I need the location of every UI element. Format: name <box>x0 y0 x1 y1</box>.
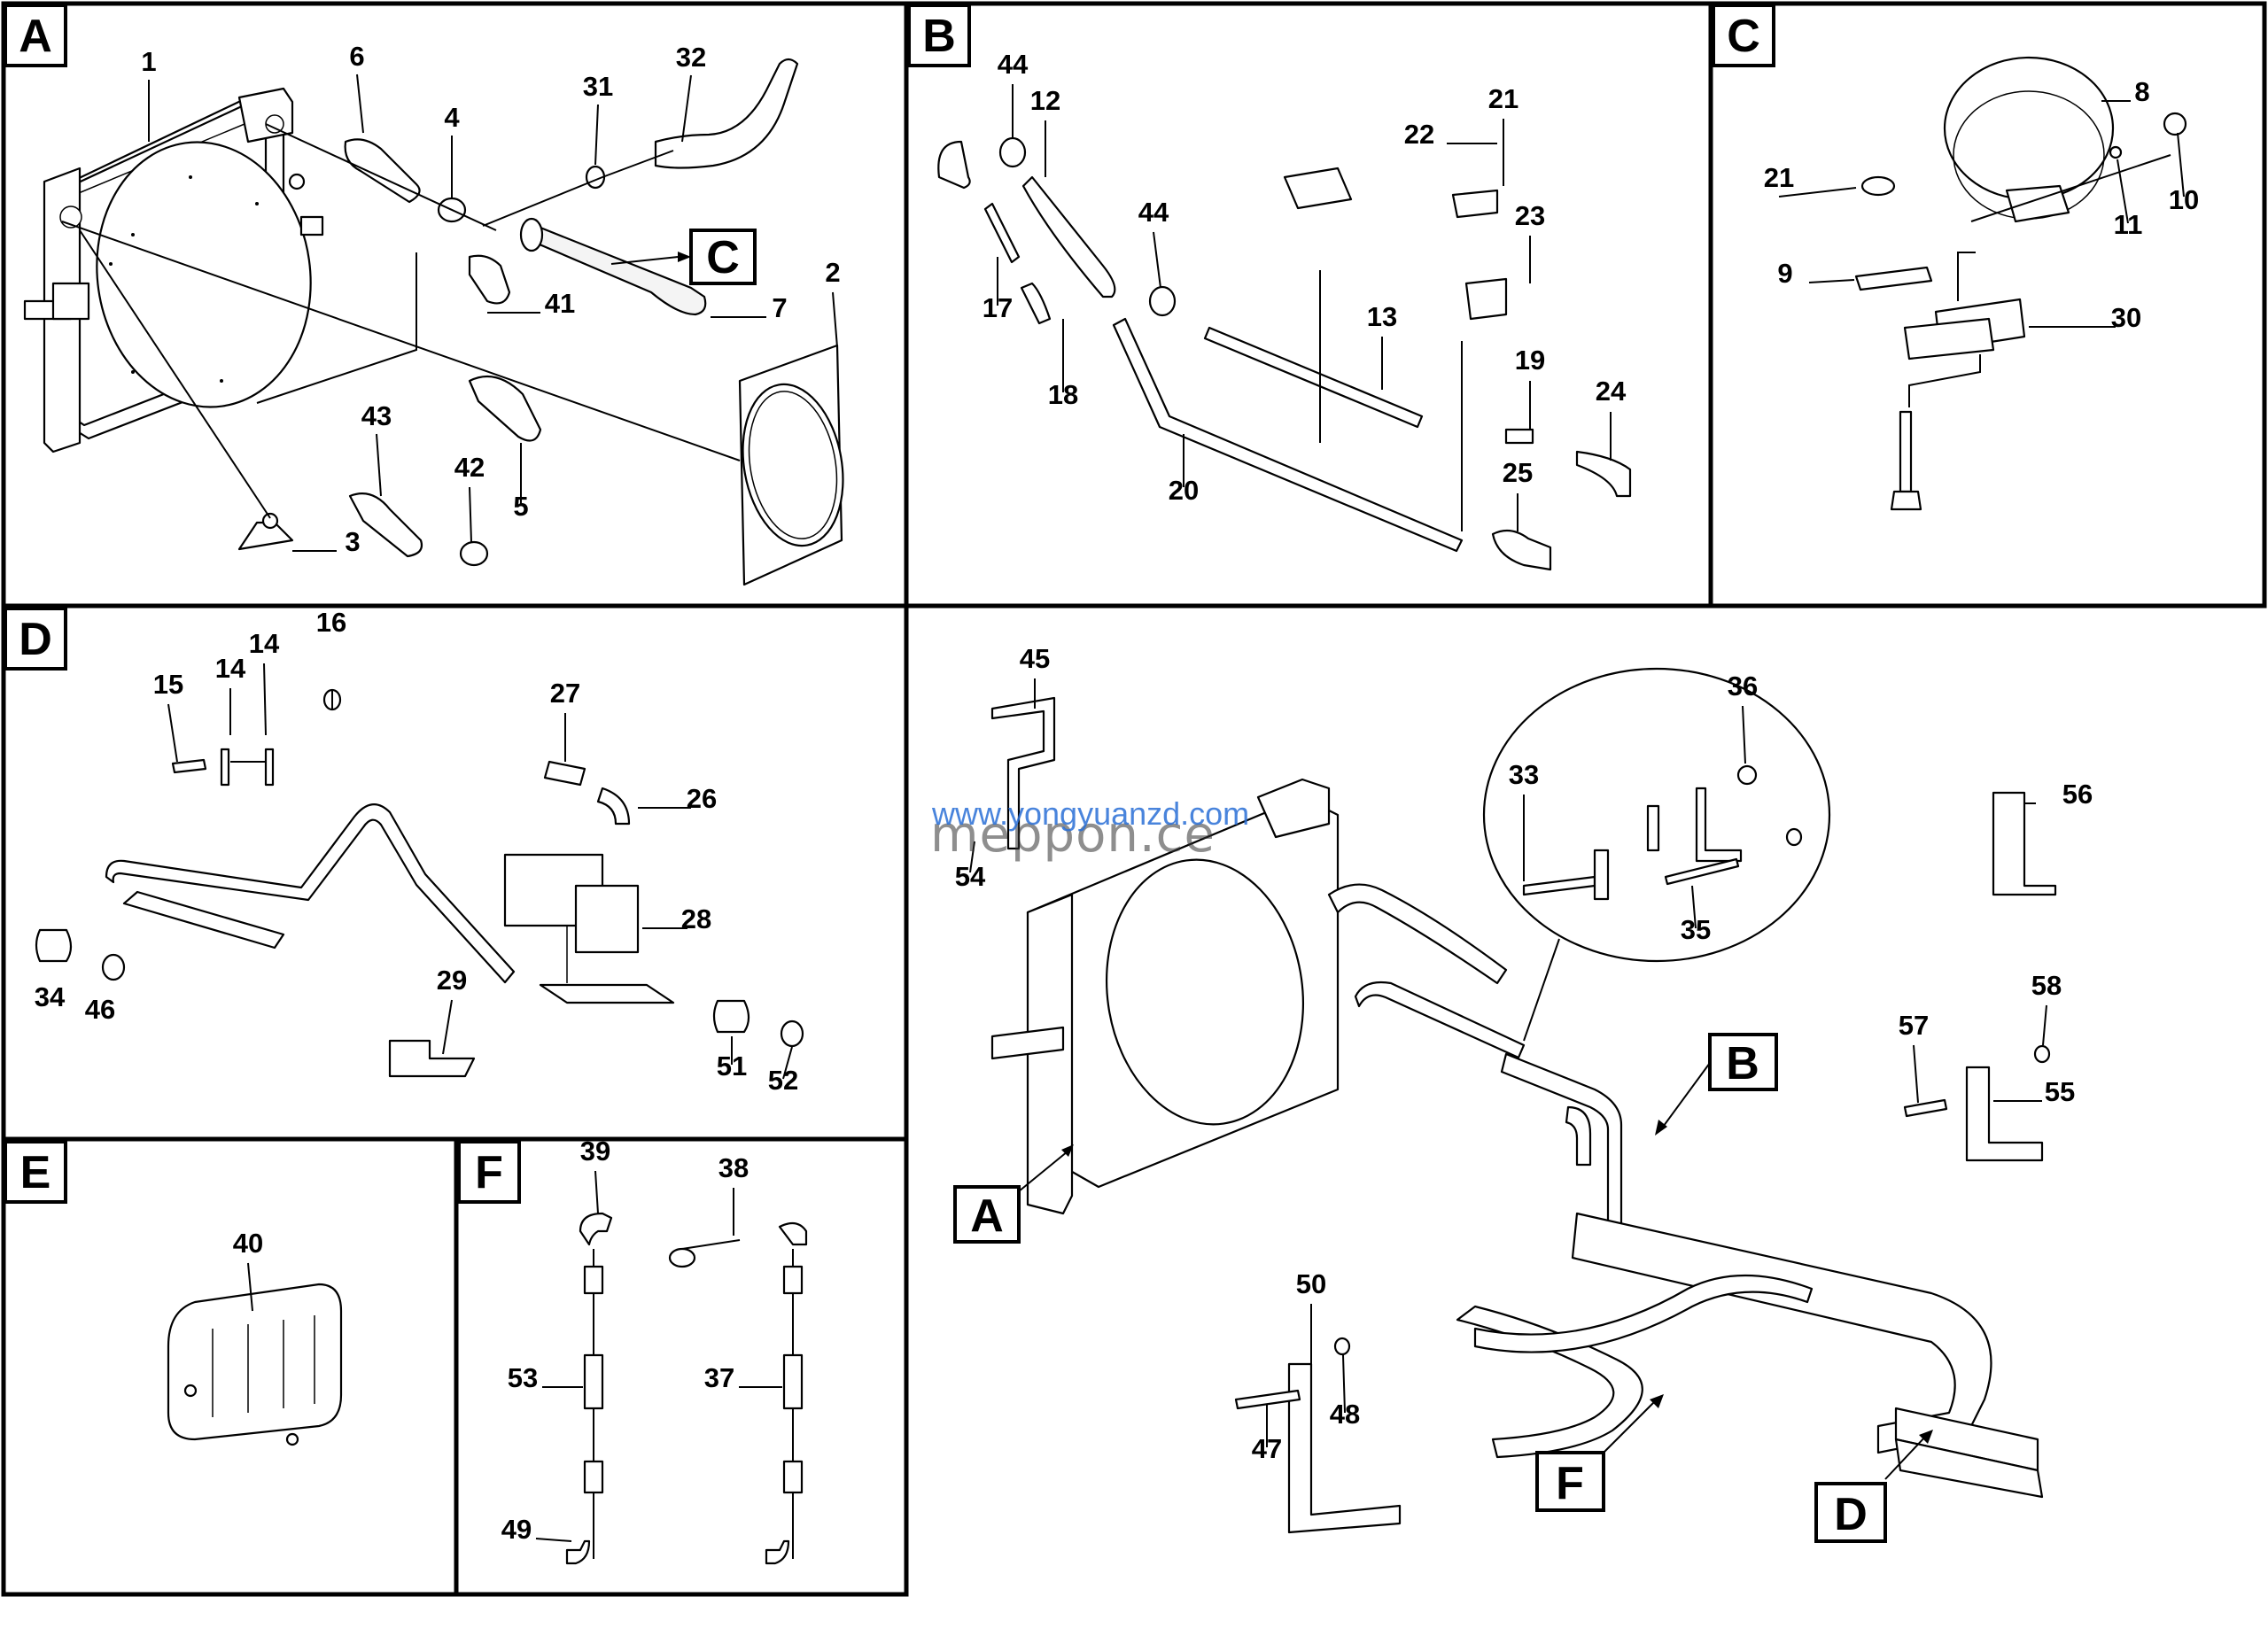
part-label-14: 14 <box>249 628 280 659</box>
part-label-9: 9 <box>1777 258 1792 289</box>
section-letter-a: A <box>4 4 67 67</box>
section-letter-e: E <box>4 1140 67 1204</box>
part-label-29: 29 <box>437 965 467 996</box>
part-label-21: 21 <box>1488 83 1518 114</box>
part-label-49: 49 <box>501 1514 532 1545</box>
part-label-22: 22 <box>1404 119 1434 150</box>
svg-text:B: B <box>922 11 956 62</box>
part-label-24: 24 <box>1596 376 1627 407</box>
svg-text:E: E <box>20 1147 51 1198</box>
svg-text:F: F <box>475 1147 503 1198</box>
part-label-12: 12 <box>1030 85 1060 116</box>
callout-d: D <box>1814 1430 1933 1543</box>
part-label-55: 55 <box>2045 1076 2075 1107</box>
part-label-3: 3 <box>345 526 360 557</box>
part-label-27: 27 <box>550 678 580 709</box>
part-label-53: 53 <box>508 1362 538 1393</box>
part-label-39: 39 <box>580 1136 610 1167</box>
part-label-28: 28 <box>681 903 711 934</box>
svg-text:F: F <box>1556 1458 1584 1509</box>
section-letter-f: F <box>457 1140 521 1204</box>
part-label-11: 11 <box>2114 209 2143 240</box>
part-label-25: 25 <box>1503 457 1533 488</box>
part-label-47: 47 <box>1252 1433 1282 1464</box>
part-label-14: 14 <box>215 653 246 684</box>
part-label-21: 21 <box>1764 162 1794 193</box>
svg-text:C: C <box>706 232 740 283</box>
callout-c: C <box>610 229 757 285</box>
panel-e-drawing <box>167 1262 343 1446</box>
section-letter-c: C <box>1712 4 1775 67</box>
svg-text:A: A <box>19 11 52 62</box>
part-label-42: 42 <box>454 452 485 483</box>
panel-f-drawing <box>535 1170 808 1565</box>
part-label-50: 50 <box>1296 1268 1326 1299</box>
watermark-text: meppon.ce <box>930 806 1216 864</box>
part-label-33: 33 <box>1509 759 1539 790</box>
callout-f: F <box>1535 1394 1664 1512</box>
callout-b: B <box>1655 1033 1778 1136</box>
radiator-core <box>23 87 324 454</box>
svg-text:C: C <box>1727 11 1760 62</box>
part-label-30: 30 <box>2111 302 2141 333</box>
panel-a-drawing <box>23 58 844 586</box>
part-label-57: 57 <box>1899 1010 1929 1041</box>
part-label-44: 44 <box>998 49 1029 80</box>
part-label-45: 45 <box>1020 643 1050 674</box>
part-label-18: 18 <box>1048 379 1078 410</box>
part-label-4: 4 <box>444 102 460 133</box>
svg-text:B: B <box>1726 1038 1759 1089</box>
panel-c-drawing <box>1778 56 2187 511</box>
part-label-40: 40 <box>233 1228 263 1259</box>
part-label-5: 5 <box>513 491 528 522</box>
part-label-38: 38 <box>718 1152 749 1183</box>
svg-text:A: A <box>970 1190 1004 1242</box>
section-letter-d: D <box>4 607 67 671</box>
watermark: meppon.ce www.yongyuanzd.com <box>930 795 1355 864</box>
part-label-48: 48 <box>1330 1399 1360 1430</box>
part-label-8: 8 <box>2134 76 2149 107</box>
svg-text:D: D <box>19 614 52 665</box>
part-label-58: 58 <box>2031 970 2062 1001</box>
part-label-26: 26 <box>687 783 717 814</box>
part-label-37: 37 <box>704 1362 734 1393</box>
part-label-10: 10 <box>2169 184 2199 215</box>
part-label-16: 16 <box>316 607 346 638</box>
part-label-31: 31 <box>583 71 613 102</box>
part-label-36: 36 <box>1728 671 1758 702</box>
part-label-19: 19 <box>1515 345 1545 376</box>
part-label-17: 17 <box>983 292 1013 323</box>
part-label-6: 6 <box>349 41 364 72</box>
overview-drawing <box>969 667 2057 1534</box>
part-label-43: 43 <box>361 400 392 431</box>
part-label-34: 34 <box>35 981 66 1012</box>
part-label-54: 54 <box>955 861 986 892</box>
part-label-1: 1 <box>141 46 156 77</box>
section-letter-b: B <box>907 4 971 67</box>
part-label-2: 2 <box>825 257 840 288</box>
part-label-23: 23 <box>1515 200 1545 231</box>
part-label-41: 41 <box>545 288 575 319</box>
part-label-56: 56 <box>2062 779 2093 810</box>
panel-d-drawing <box>35 663 804 1080</box>
part-label-46: 46 <box>85 994 115 1025</box>
callout-a: A <box>953 1144 1074 1244</box>
part-label-20: 20 <box>1169 475 1199 506</box>
svg-text:D: D <box>1834 1489 1868 1540</box>
watermark-url: www.yongyuanzd.com <box>932 795 1250 832</box>
part-label-13: 13 <box>1367 301 1397 332</box>
part-label-35: 35 <box>1681 914 1711 945</box>
part-label-51: 51 <box>717 1050 747 1081</box>
part-label-44: 44 <box>1138 197 1169 228</box>
panel-b-drawing <box>937 84 1632 571</box>
panel-frames <box>1 1 2267 1597</box>
part-label-7: 7 <box>772 292 787 323</box>
part-label-32: 32 <box>676 42 706 73</box>
part-label-15: 15 <box>153 669 183 700</box>
part-label-52: 52 <box>768 1065 798 1096</box>
